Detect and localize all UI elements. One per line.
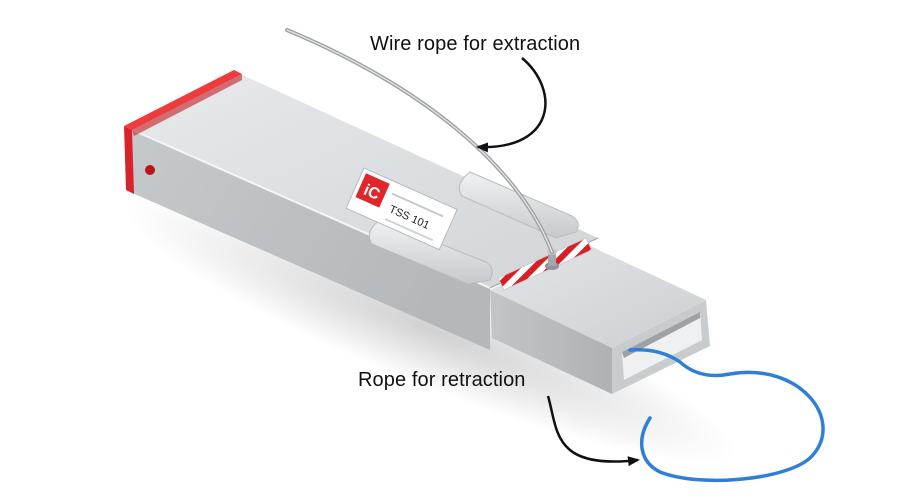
logo-badge — [355, 173, 390, 208]
end-cap-hole — [145, 165, 155, 175]
tube-opening — [622, 312, 702, 380]
mounting-boss-rear — [458, 171, 579, 239]
retraction-rope — [628, 348, 825, 483]
product-label: iC TSS 101 — [345, 167, 458, 251]
callout-rope-retraction: Rope for retraction — [358, 369, 526, 391]
retraction-arrow — [546, 395, 640, 467]
product-logo-text: iC — [361, 182, 383, 204]
red-end-cap — [124, 70, 242, 194]
mounting-boss-front — [368, 219, 493, 285]
ground-shadow — [123, 196, 737, 464]
callout-wire-rope-extraction: Wire rope for extraction — [370, 33, 581, 55]
extraction-arrow — [476, 57, 547, 153]
